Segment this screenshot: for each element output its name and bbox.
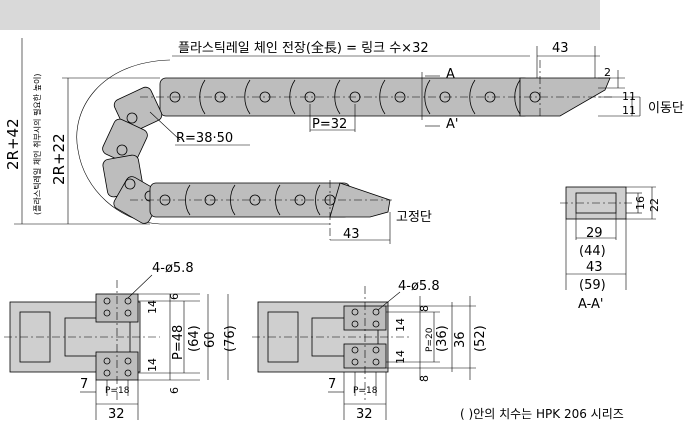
section-dim-29: 29 [586, 226, 603, 241]
right-dim-8-bottom: 8 [418, 375, 431, 382]
section-view [560, 186, 656, 290]
left-dim-7: 7 [80, 377, 88, 392]
chain-drawing [76, 59, 612, 240]
left-dim-64: (64) [187, 325, 202, 352]
right-pitch-20: P=20 [425, 327, 435, 352]
left-dim-6-bottom: 6 [168, 387, 181, 394]
left-dim-14-bottom: 14 [146, 358, 159, 372]
height-2r42-label: 2R+42 [4, 118, 22, 170]
bend-links [102, 86, 163, 224]
left-mount-view [4, 274, 229, 420]
radius-leader [149, 111, 181, 141]
dim-43-bottom: 43 [343, 227, 360, 242]
moving-end-label: 이동단 [648, 101, 684, 116]
section-dim-43: 43 [586, 260, 603, 275]
right-dim-36: 36 [453, 331, 468, 348]
right-dim-7: 7 [328, 377, 336, 392]
left-dim-60: 60 [203, 331, 218, 348]
right-dim-14-top: 14 [394, 318, 407, 332]
right-mount-view [252, 286, 476, 420]
right-dim-52: (52) [473, 325, 488, 352]
left-pitch-18: P=18 [105, 386, 130, 396]
dim-11-b: 11 [622, 104, 636, 117]
section-a-label: A [446, 67, 455, 82]
dim-11-a: 11 [622, 90, 636, 103]
right-dim-32: 32 [356, 407, 373, 422]
right-holes-label: 4-ø5.8 [398, 279, 440, 294]
header-bar [0, 0, 600, 30]
right-dim-36-paren: (36) [435, 325, 450, 352]
right-dim-14-bottom: 14 [394, 350, 407, 364]
left-dim-6-top: 6 [168, 293, 181, 300]
footnote: ( )안의 치수는 HPK 206 시리즈 [460, 407, 624, 421]
height-note: (플라스틱레일 체인 취부시의 필요한 높이) [32, 73, 42, 215]
top-dimensions [14, 38, 641, 244]
radius-label: R=38·50 [176, 131, 233, 146]
section-dim-16: 16 [634, 196, 647, 210]
dim-2: 2 [604, 66, 611, 79]
right-pitch-18: P=18 [353, 386, 378, 396]
section-label: A-A' [578, 297, 603, 312]
total-length-label: 플라스틱레일 체인 전장(全長) = 링크 수×32 [178, 40, 429, 56]
section-dim-59: (59) [579, 278, 606, 293]
right-dim-8-top: 8 [418, 305, 431, 312]
left-dim-14-top: 14 [146, 300, 159, 314]
left-pitch-48: P=48 [171, 325, 186, 360]
left-dim-32: 32 [108, 407, 125, 422]
left-holes-label: 4-ø5.8 [152, 261, 194, 276]
height-2r22-label: 2R+22 [50, 133, 68, 185]
moving-end-bracket [519, 77, 611, 117]
section-dim-44: (44) [579, 244, 606, 259]
pitch-label: P=32 [312, 117, 347, 132]
fixed-end-label: 고정단 [396, 210, 432, 225]
dim-43-right: 43 [552, 41, 569, 56]
left-dim-76: (76) [223, 325, 238, 352]
section-dim-22: 22 [648, 198, 661, 212]
section-a-prime-label: A' [446, 117, 458, 132]
